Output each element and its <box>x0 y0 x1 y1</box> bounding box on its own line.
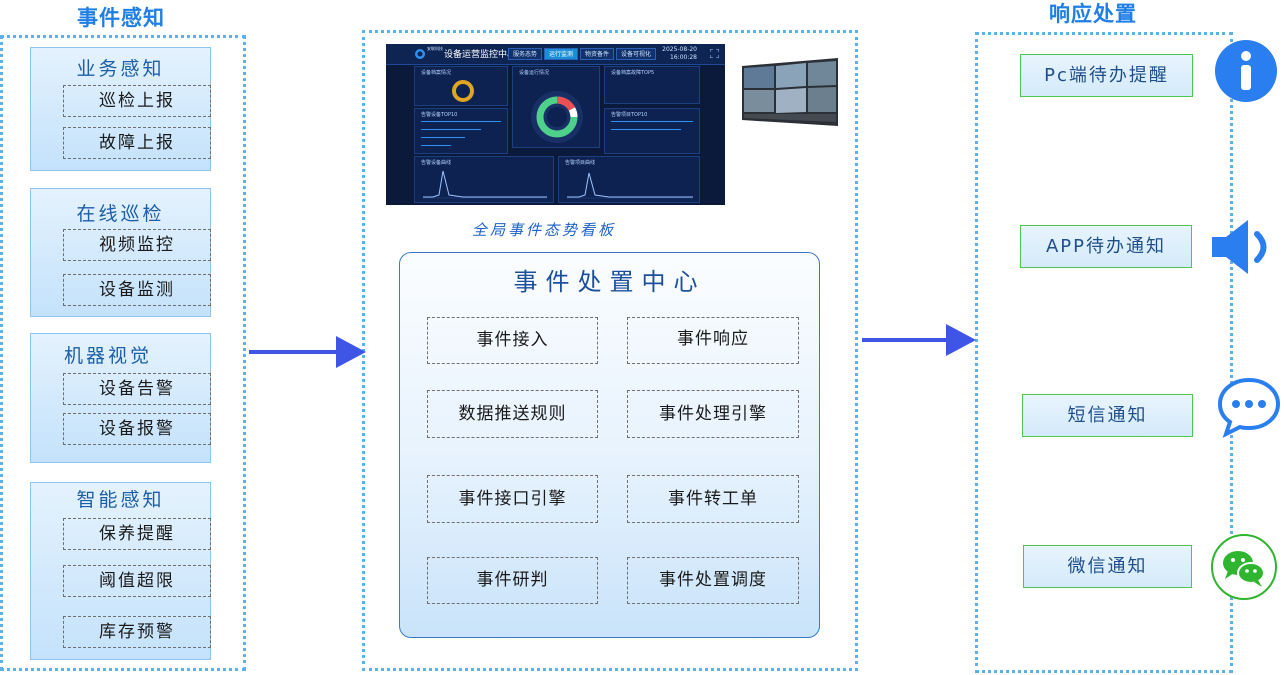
bar <box>611 121 693 122</box>
panel-title: 告警设备TOP10 <box>421 111 457 118</box>
func-event-interface-engine[interactable]: 事件接口引擎 <box>427 475 598 523</box>
panel-device-archive: 设备档案情况 <box>414 66 508 106</box>
center-title: 事件处置中心 <box>400 262 819 297</box>
func-event-to-work-order[interactable]: 事件转工单 <box>627 475 799 523</box>
dashboard-tab-spares[interactable]: 物资备件 <box>580 48 614 60</box>
panel-alert-project-curve: 告警项目曲线 <box>558 156 700 203</box>
item-inventory-warning[interactable]: 库存预警 <box>63 616 211 648</box>
item-fault-report[interactable]: 故障上报 <box>63 127 211 159</box>
bar <box>421 121 501 122</box>
panel-alert-project-top10: 告警项目TOP10 <box>604 108 700 154</box>
func-event-dispatch[interactable]: 事件处置调度 <box>627 557 799 604</box>
bar <box>611 129 681 130</box>
group-smart-perception: 智能感知 保养提醒 阈值超限 库存预警 <box>30 482 211 660</box>
panel-alert-device-curve: 告警设备曲线 <box>414 156 554 203</box>
panel-alert-device-top10: 告警设备TOP10 <box>414 108 508 154</box>
response-wechat-notify[interactable]: 微信通知 <box>1023 545 1192 588</box>
line-chart-icon <box>567 167 693 201</box>
dashboard-caption: 全局事件态势看板 <box>472 219 616 240</box>
video-wall-image <box>740 58 840 130</box>
func-event-access[interactable]: 事件接入 <box>427 317 598 364</box>
func-event-processing-engine[interactable]: 事件处理引擎 <box>627 390 799 438</box>
arrow-head <box>336 336 366 368</box>
wechat-icon <box>1210 533 1278 601</box>
dashboard-tab-visualization[interactable]: 设备可视化 <box>616 48 656 60</box>
item-threshold-exceeded[interactable]: 阈值超限 <box>63 565 211 597</box>
donut-small-icon <box>451 79 475 103</box>
dashboard-logo-icon <box>414 48 426 60</box>
fullscreen-icon[interactable] <box>710 49 719 58</box>
arrow-left-to-center <box>249 350 339 354</box>
dashboard-logo-text: 安联科技 <box>427 46 443 52</box>
response-app-notify[interactable]: APP待办通知 <box>1020 225 1192 268</box>
func-data-push-rules[interactable]: 数据推送规则 <box>427 390 598 438</box>
dashboard-date: 2025-08-20 <box>662 46 697 54</box>
group-online-inspection: 在线巡检 视频监控 设备监测 <box>30 188 211 317</box>
dashboard-datetime: 2025-08-20 16:00:28 <box>662 46 697 62</box>
panel-fault-top5: 设备档案故障TOP5 <box>604 66 700 104</box>
group-title: 业务感知 <box>31 54 210 81</box>
panel-title: 告警设备曲线 <box>421 159 451 166</box>
speaker-icon <box>1210 218 1280 276</box>
item-inspection-report[interactable]: 巡检上报 <box>63 85 211 117</box>
item-video-monitoring[interactable]: 视频监控 <box>63 229 211 261</box>
response-pc-todo[interactable]: Pc端待办提醒 <box>1020 54 1193 97</box>
arrow-head <box>946 324 976 356</box>
donut-chart-icon <box>527 87 587 147</box>
group-title: 在线巡检 <box>31 199 210 226</box>
right-column-title: 响应处置 <box>1049 0 1137 28</box>
func-event-response[interactable]: 事件响应 <box>627 317 799 364</box>
panel-title: 设备档案故障TOP5 <box>611 69 654 76</box>
panel-title: 告警项目TOP10 <box>611 111 647 118</box>
arrow-center-to-right <box>862 338 950 342</box>
dashboard-screenshot[interactable]: 安联科技 设备运营监控中心 服务态势 运行监测 物资备件 设备可视化 2025-… <box>386 44 725 205</box>
panel-title: 告警项目曲线 <box>565 159 595 166</box>
group-title: 机器视觉 <box>31 341 210 368</box>
item-device-alert[interactable]: 设备告警 <box>63 373 211 405</box>
info-icon <box>1214 39 1278 103</box>
line-chart-icon <box>423 167 547 201</box>
panel-title: 设备档案情况 <box>421 69 451 76</box>
chat-bubble-icon <box>1216 376 1282 438</box>
item-maintenance-reminder[interactable]: 保养提醒 <box>63 518 211 550</box>
dashboard-tab-monitoring[interactable]: 运行监测 <box>544 48 578 60</box>
bar <box>421 137 465 138</box>
group-business-perception: 业务感知 巡检上报 故障上报 <box>30 47 211 171</box>
panel-device-running: 设备运行情况 <box>512 66 600 148</box>
group-machine-vision: 机器视觉 设备告警 设备报警 <box>30 333 211 463</box>
dashboard-title: 设备运营监控中心 <box>444 47 516 60</box>
left-column-title: 事件感知 <box>77 2 165 32</box>
group-title: 智能感知 <box>31 485 210 512</box>
func-event-analysis[interactable]: 事件研判 <box>427 557 598 604</box>
item-device-monitoring[interactable]: 设备监测 <box>63 274 211 306</box>
dashboard-tab-service[interactable]: 服务态势 <box>508 48 542 60</box>
item-device-alarm[interactable]: 设备报警 <box>63 413 211 445</box>
bar <box>421 129 481 130</box>
dashboard-time: 16:00:28 <box>662 54 697 62</box>
bar <box>421 145 451 146</box>
panel-title: 设备运行情况 <box>519 69 549 76</box>
response-sms-notify[interactable]: 短信通知 <box>1022 394 1193 437</box>
